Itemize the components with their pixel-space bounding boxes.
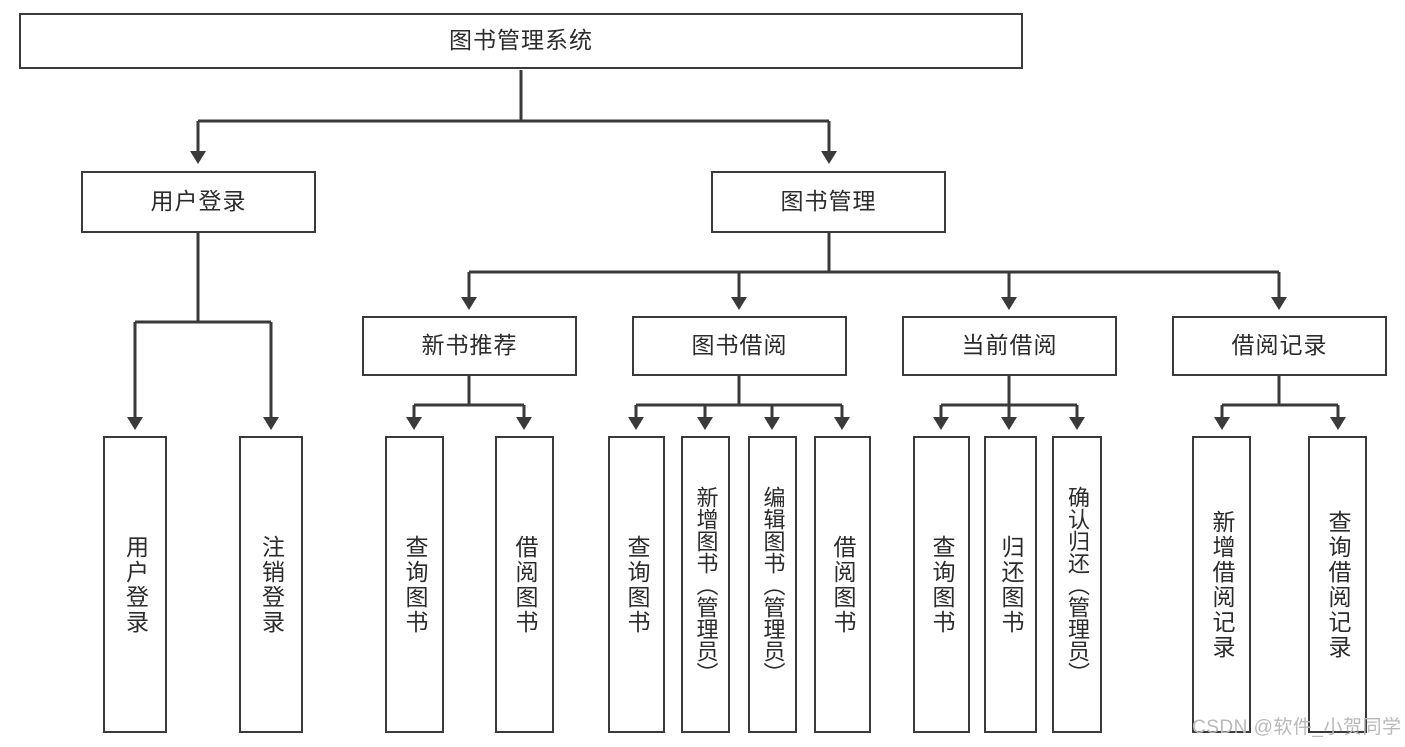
node-label: 借阅记录	[1231, 332, 1328, 359]
leaf-confirm-return-admin[interactable]: 确认归还（管理员）	[1052, 436, 1102, 733]
node-new-book-recommend[interactable]: 新书推荐	[362, 316, 577, 376]
leaf-query-book-borrow[interactable]: 查询图书	[608, 436, 665, 733]
node-label: 归还图书	[998, 534, 1024, 635]
node-label: 借阅图书	[830, 534, 856, 635]
node-borrow-record[interactable]: 借阅记录	[1172, 316, 1387, 376]
leaf-query-book-current[interactable]: 查询图书	[913, 436, 970, 733]
leaf-add-book-admin[interactable]: 新增图书（管理员）	[681, 436, 730, 733]
node-label: 借阅图书	[512, 534, 538, 635]
node-label: 确认归还（管理员）	[1065, 485, 1090, 684]
node-label: 用户登录	[150, 188, 247, 215]
node-book-management[interactable]: 图书管理	[711, 171, 946, 233]
leaf-user-login[interactable]: 用户登录	[103, 436, 167, 733]
leaf-query-book-recommend[interactable]: 查询图书	[385, 436, 444, 733]
node-label: 新书推荐	[421, 332, 518, 359]
node-root-book-management-system[interactable]: 图书管理系统	[19, 13, 1023, 69]
node-label: 图书管理	[780, 188, 877, 215]
node-label: 图书管理系统	[449, 27, 593, 54]
leaf-query-borrow-record[interactable]: 查询借阅记录	[1308, 436, 1367, 733]
leaf-borrow-book-recommend[interactable]: 借阅图书	[495, 436, 554, 733]
node-label: 注销登录	[258, 534, 285, 635]
node-label: 编辑图书（管理员）	[760, 485, 786, 684]
leaf-logout-login[interactable]: 注销登录	[239, 436, 303, 733]
node-label: 查询图书	[402, 534, 428, 635]
node-label: 新增图书（管理员）	[693, 485, 719, 684]
node-label: 当前借阅	[961, 332, 1058, 359]
node-label: 图书借阅	[691, 332, 788, 359]
node-label: 用户登录	[122, 534, 149, 635]
node-label: 查询图书	[624, 534, 650, 635]
leaf-edit-book-admin[interactable]: 编辑图书（管理员）	[748, 436, 797, 733]
leaf-add-borrow-record[interactable]: 新增借阅记录	[1192, 436, 1251, 733]
node-label: 查询借阅记录	[1325, 509, 1351, 660]
node-user-login[interactable]: 用户登录	[81, 171, 316, 233]
leaf-borrow-book[interactable]: 借阅图书	[814, 436, 871, 733]
leaf-return-book[interactable]: 归还图书	[984, 436, 1037, 733]
node-book-borrow[interactable]: 图书借阅	[632, 316, 847, 376]
node-label: 查询图书	[929, 534, 955, 635]
node-current-borrow[interactable]: 当前借阅	[902, 316, 1117, 376]
node-label: 新增借阅记录	[1209, 509, 1235, 660]
